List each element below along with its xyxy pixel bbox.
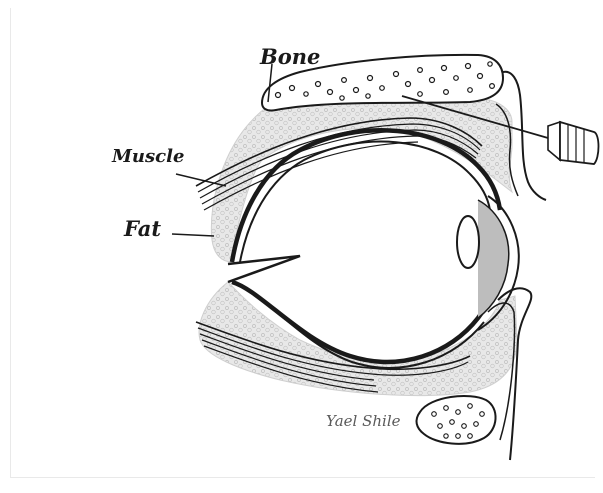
optic-nerve — [228, 256, 300, 282]
artist-signature: Yael Shile — [326, 412, 401, 430]
lens — [457, 216, 479, 268]
fat-label: Fat — [124, 216, 161, 241]
fat-leader-line — [172, 234, 214, 236]
lower-bone — [417, 396, 496, 444]
muscle-label: Muscle — [112, 146, 184, 167]
bone-label: Bone — [260, 44, 320, 69]
